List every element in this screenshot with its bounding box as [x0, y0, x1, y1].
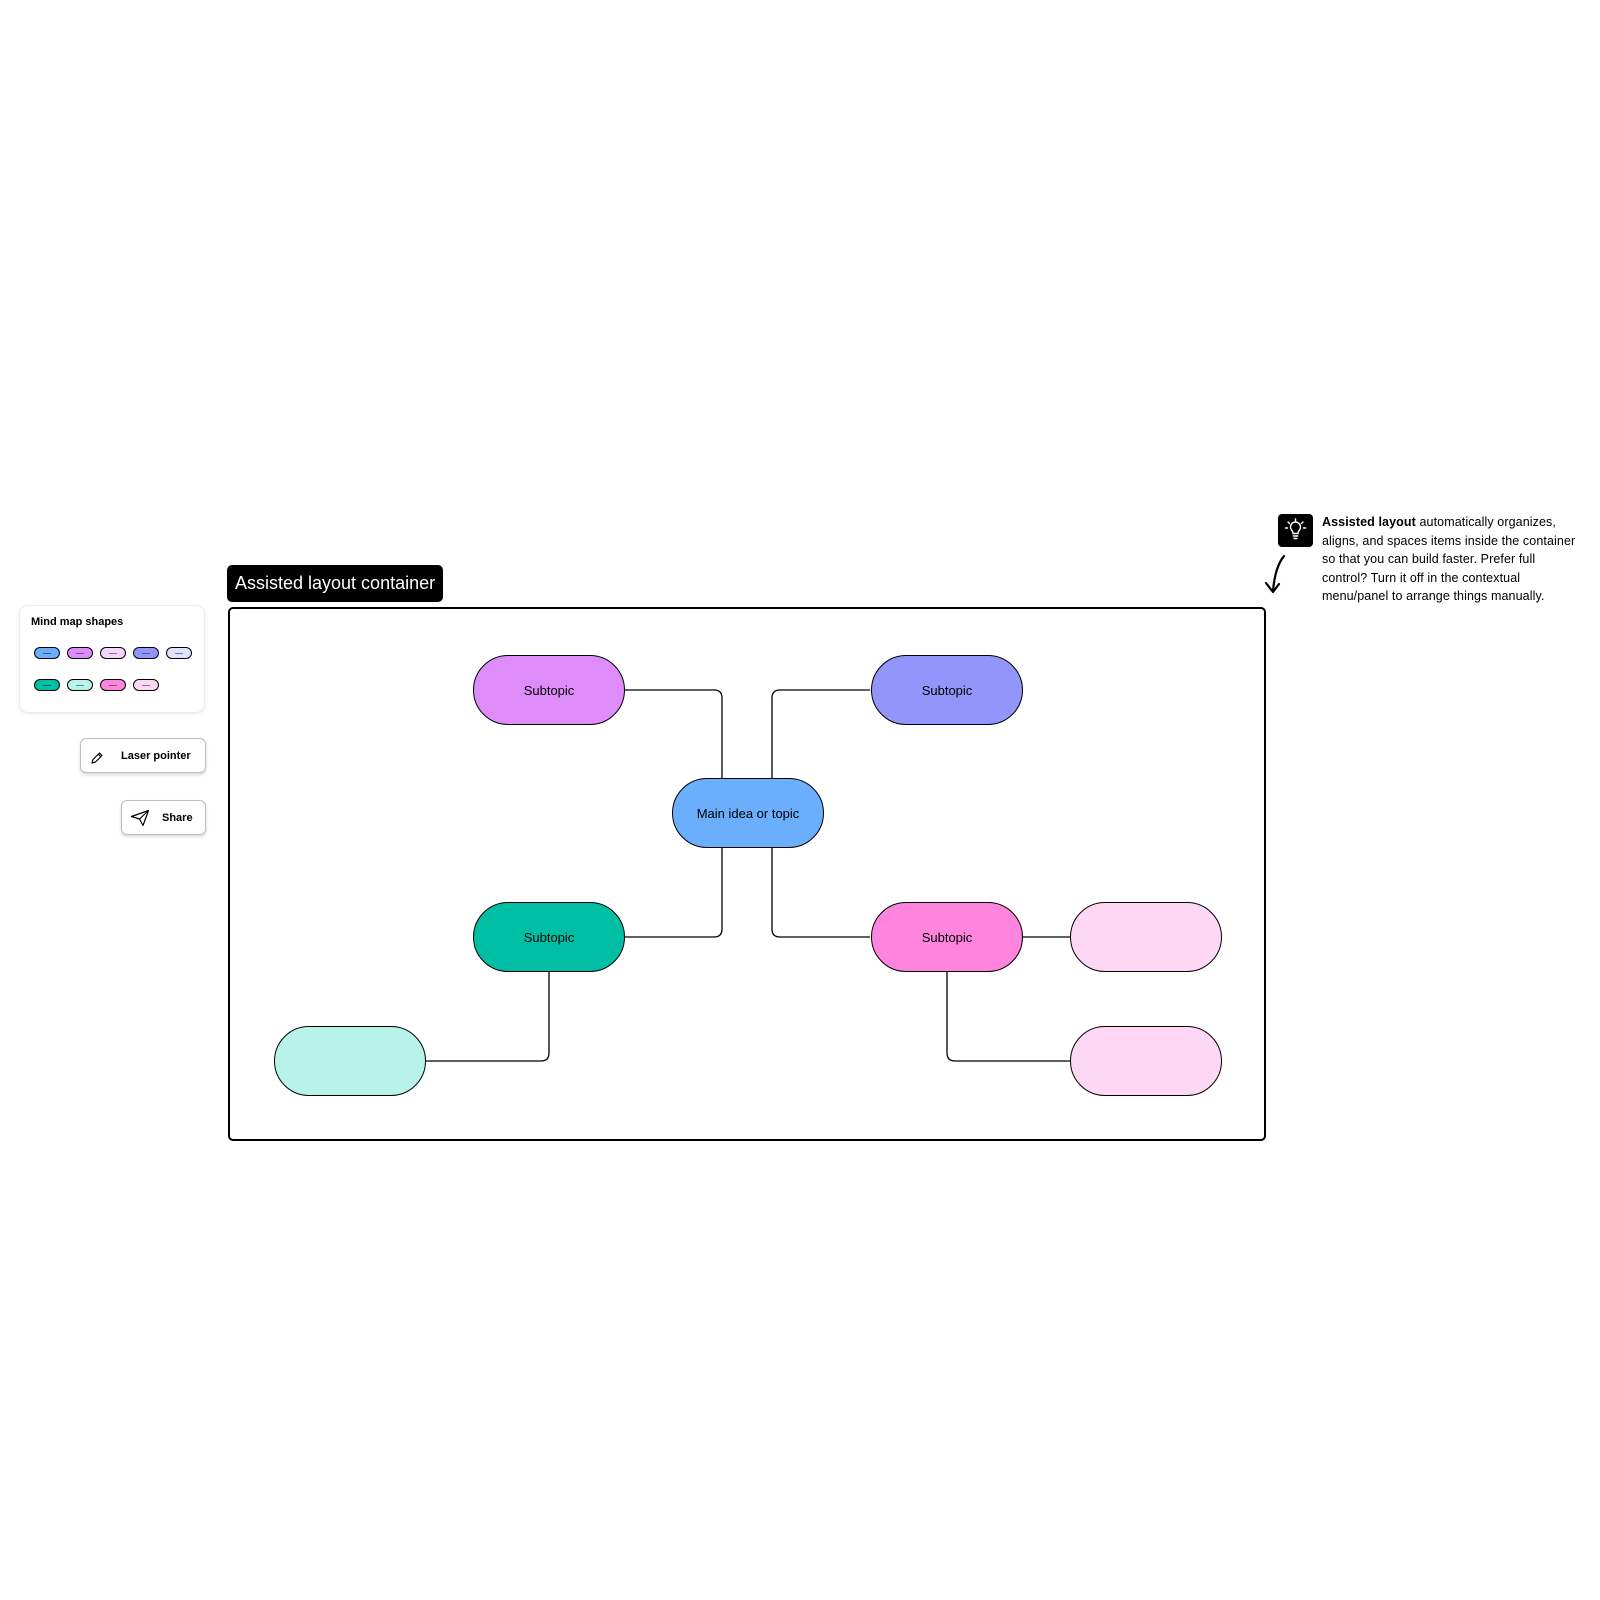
- shape-swatch-teal[interactable]: [34, 679, 60, 691]
- share-label: Share: [162, 812, 193, 824]
- child-node-teal[interactable]: [274, 1026, 426, 1096]
- container-title[interactable]: Assisted layout container: [227, 565, 444, 602]
- subtopic-node-bottom-left[interactable]: Subtopic: [473, 902, 625, 972]
- main-topic-node[interactable]: Main idea or topic: [672, 778, 824, 848]
- subtopic-label: Subtopic: [523, 682, 575, 698]
- paper-plane-icon: [130, 809, 150, 827]
- shape-swatch-pink[interactable]: [100, 679, 126, 691]
- shape-swatch-purple[interactable]: [67, 647, 93, 659]
- subtopic-node-top-right[interactable]: Subtopic: [871, 655, 1023, 725]
- shapes-panel-title: Mind map shapes: [31, 616, 124, 628]
- subtopic-node-bottom-right[interactable]: Subtopic: [871, 902, 1023, 972]
- shape-swatch-teal-light[interactable]: [67, 679, 93, 691]
- subtopic-label: Subtopic: [921, 929, 973, 945]
- curved-arrow-icon: [1264, 554, 1286, 594]
- shape-swatch-pink-light[interactable]: [133, 679, 159, 691]
- assisted-layout-tip: Assisted layout automatically organizes,…: [1322, 513, 1580, 606]
- pencil-icon: [91, 752, 103, 764]
- laser-pointer-button[interactable]: Laser pointer: [80, 738, 206, 773]
- subtopic-label: Subtopic: [523, 929, 575, 945]
- assisted-layout-container[interactable]: [228, 607, 1266, 1141]
- subtopic-node-top-left[interactable]: Subtopic: [473, 655, 625, 725]
- subtopic-label: Subtopic: [921, 682, 973, 698]
- tip-bold-term: Assisted layout: [1322, 515, 1416, 529]
- shape-swatch-blue[interactable]: [34, 647, 60, 659]
- child-node-pink-1[interactable]: [1070, 902, 1222, 972]
- mind-map-shapes-panel: Mind map shapes: [20, 606, 204, 712]
- child-node-pink-2[interactable]: [1070, 1026, 1222, 1096]
- main-topic-label: Main idea or topic: [696, 805, 800, 821]
- tip-body: automatically organizes, aligns, and spa…: [1322, 515, 1576, 603]
- shape-swatch-violet[interactable]: [133, 647, 159, 659]
- lightbulb-icon: [1278, 514, 1313, 547]
- shape-swatch-lavender-light[interactable]: [100, 647, 126, 659]
- shape-swatch-periwinkle-light[interactable]: [166, 647, 192, 659]
- laser-pointer-label: Laser pointer: [121, 750, 191, 762]
- share-button[interactable]: Share: [121, 800, 206, 835]
